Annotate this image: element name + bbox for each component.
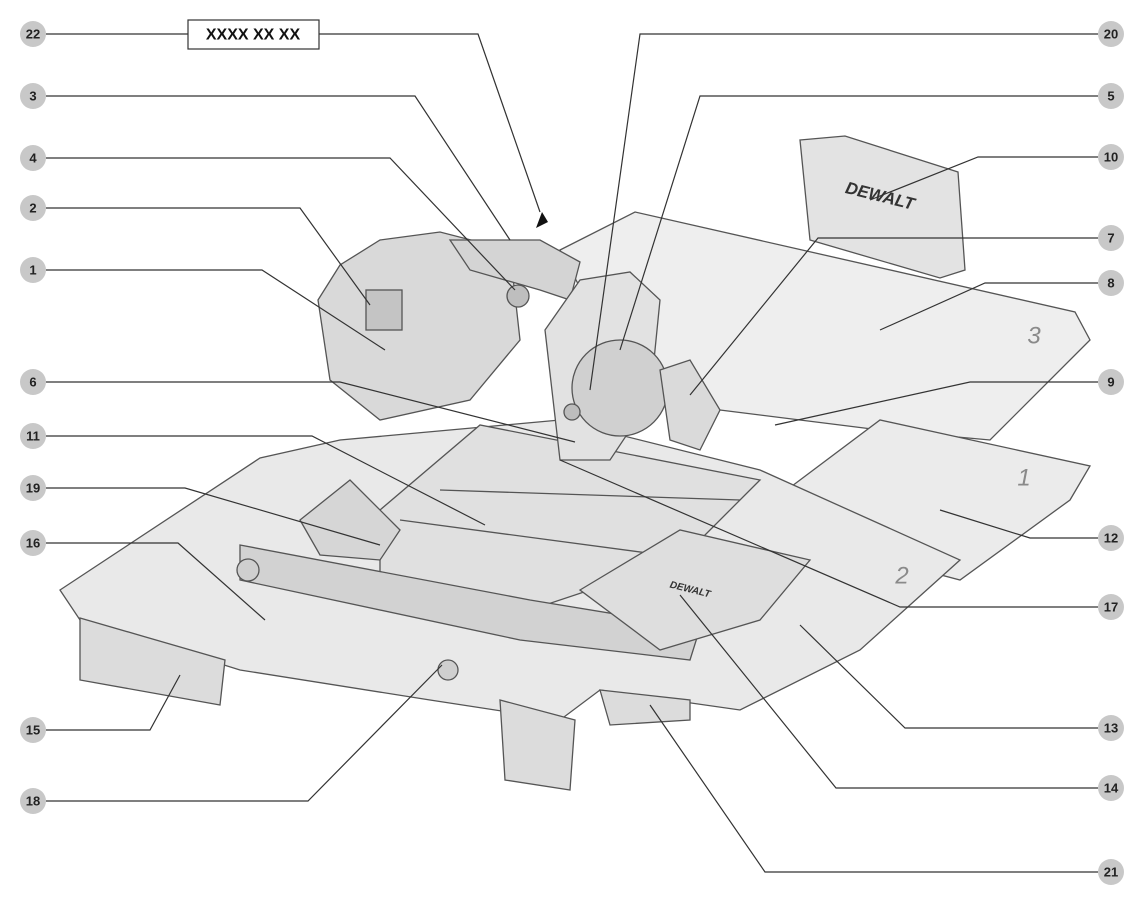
power-switch (365, 289, 403, 331)
callout-16: 16 (20, 530, 46, 556)
tray-number-2: 2 (894, 563, 908, 590)
callout-15: 15 (20, 717, 46, 743)
callout-3: 3 (20, 83, 46, 109)
svg-text:17: 17 (1104, 600, 1118, 615)
svg-text:14: 14 (1104, 781, 1119, 796)
callout-12: 12 (1098, 525, 1124, 551)
callout-4: 4 (20, 145, 46, 171)
svg-text:1: 1 (29, 263, 36, 278)
svg-text:22: 22 (26, 27, 40, 42)
callout-18: 18 (20, 788, 46, 814)
svg-text:6: 6 (29, 375, 36, 390)
callout-20: 20 (1098, 21, 1124, 47)
height-adjust-knob (437, 659, 459, 681)
callout-11: 11 (20, 423, 46, 449)
callout-14: 14 (1098, 775, 1124, 801)
svg-text:10: 10 (1104, 150, 1118, 165)
model-label-box (187, 19, 320, 50)
right-leg (599, 689, 691, 726)
callout-6: 6 (20, 369, 46, 395)
svg-text:16: 16 (26, 536, 40, 551)
svg-text:7: 7 (1107, 231, 1114, 246)
miter-guide (299, 479, 401, 561)
svg-text:18: 18 (26, 794, 40, 809)
saw-illustration: DEWALT 3 1 2 DEWALT (59, 135, 1092, 791)
callout-22: 22 (20, 21, 46, 47)
tray-number-3: 3 (1027, 323, 1041, 350)
svg-text:11: 11 (26, 429, 40, 444)
callout-8: 8 (1098, 270, 1124, 296)
callout-1: 1 (20, 257, 46, 283)
rail-lock-knob (236, 558, 260, 582)
svg-text:21: 21 (1104, 865, 1118, 880)
svg-text:15: 15 (26, 723, 40, 738)
callout-10: 10 (1098, 144, 1124, 170)
callout-5: 5 (1098, 83, 1124, 109)
svg-text:20: 20 (1104, 27, 1118, 42)
svg-text:12: 12 (1104, 531, 1118, 546)
callout-9: 9 (1098, 369, 1124, 395)
accessory-tray (578, 529, 812, 651)
bevel-lock-knob (506, 284, 530, 308)
callout-19: 19 (20, 475, 46, 501)
svg-text:9: 9 (1107, 375, 1114, 390)
svg-text:5: 5 (1107, 89, 1114, 104)
leader-lines (46, 33, 1098, 873)
callout-7: 7 (1098, 225, 1124, 251)
back-panel (799, 135, 966, 279)
model-label-text: XXXX XX XX (206, 27, 301, 44)
blade (571, 339, 669, 437)
callout-21: 21 (1098, 859, 1124, 885)
front-rail (239, 544, 701, 661)
callout-17: 17 (1098, 594, 1124, 620)
svg-text:3: 3 (29, 89, 36, 104)
front-leg (499, 699, 576, 791)
callouts: 22 3 4 2 1 6 11 19 (20, 21, 1124, 885)
svg-text:13: 13 (1104, 721, 1118, 736)
svg-text:4: 4 (29, 151, 37, 166)
callout-13: 13 (1098, 715, 1124, 741)
svg-text:2: 2 (29, 201, 36, 216)
svg-text:8: 8 (1107, 276, 1114, 291)
blade-nut (563, 403, 581, 421)
tray-number-1: 1 (1017, 465, 1030, 492)
left-leg (79, 617, 226, 706)
label-arrow (536, 212, 548, 228)
svg-text:19: 19 (26, 481, 40, 496)
splash-guard (659, 359, 721, 451)
callout-2: 2 (20, 195, 46, 221)
